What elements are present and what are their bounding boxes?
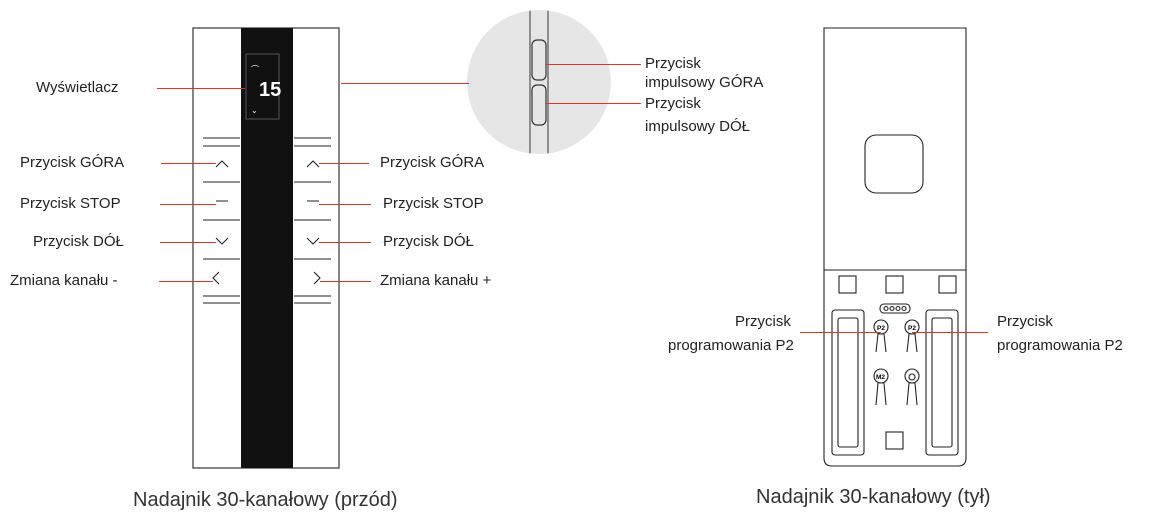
timer-button[interactable] xyxy=(904,368,920,384)
leader-p2-right xyxy=(912,332,988,333)
label-stop-left: Przycisk STOP xyxy=(20,195,121,212)
label-display: Wyświetlacz xyxy=(36,79,119,96)
leader-down-right xyxy=(319,242,371,243)
leader-impulse-down xyxy=(546,103,641,104)
label-down-left: Przycisk DÓŁ xyxy=(33,233,124,250)
impulse-down-button[interactable] xyxy=(531,84,547,126)
clock-icon xyxy=(908,373,916,381)
front-display-digits: 15 xyxy=(259,79,281,101)
front-left-button-dividers xyxy=(203,137,240,304)
leader-display xyxy=(157,88,245,89)
leader-stop-left xyxy=(160,204,216,205)
label-impulse-down-2: impulsowy DÓŁ xyxy=(645,118,751,135)
leader-side xyxy=(341,83,469,84)
battery-slot-right xyxy=(925,309,959,456)
label-impulse-down-1: Przycisk xyxy=(645,95,701,112)
label-channel-plus: Zmiana kanału + xyxy=(380,272,492,289)
leader-impulse-up xyxy=(546,64,641,65)
back-remote-body xyxy=(823,27,967,467)
back-remote: P2 P2 M2 xyxy=(823,27,967,467)
chevron-up-icon[interactable] xyxy=(306,160,320,168)
leader-up-left xyxy=(161,163,216,164)
label-stop-right: Przycisk STOP xyxy=(383,195,484,212)
p2-badge-right: P2 xyxy=(908,325,916,332)
label-up-left: Przycisk GÓRA xyxy=(20,154,125,171)
label-channel-minus: Zmiana kanału - xyxy=(10,272,118,289)
leader-down-left xyxy=(160,242,216,243)
label-down-right: Przycisk DÓŁ xyxy=(383,233,474,250)
chevron-down-icon[interactable] xyxy=(215,237,229,245)
leader-stop-right xyxy=(319,204,371,205)
chevron-down-icon[interactable] xyxy=(306,237,320,245)
led-strip xyxy=(879,303,911,314)
side-detail-magnifier xyxy=(467,10,611,154)
p2-badge-left: P2 xyxy=(877,325,885,332)
signal-icon: ⌄ xyxy=(251,106,258,115)
back-button-square[interactable] xyxy=(864,134,924,194)
front-display-window xyxy=(245,53,280,120)
front-right-button-dividers xyxy=(294,137,331,304)
label-p2-left-2: programowania P2 xyxy=(668,337,794,354)
label-impulse-up-1: Przycisk xyxy=(645,55,701,72)
leader-channel-minus xyxy=(159,281,213,282)
chevron-up-icon[interactable] xyxy=(215,160,229,168)
impulse-up-button[interactable] xyxy=(531,39,547,81)
magnifier-circle xyxy=(467,10,611,154)
m2-button[interactable] xyxy=(873,368,889,384)
caption-back: Nadajnik 30-kanałowy (tył) xyxy=(756,486,991,508)
leader-up-right xyxy=(319,163,369,164)
chevron-right-icon[interactable] xyxy=(313,271,321,285)
m2-badge: M2 xyxy=(876,374,885,381)
leader-channel-plus xyxy=(320,281,371,282)
battery-slot-left xyxy=(831,309,865,456)
label-impulse-up-2: impulsowy GÓRA xyxy=(645,74,764,91)
p2-button-left[interactable] xyxy=(873,319,889,335)
label-p2-left-1: Przycisk xyxy=(735,313,791,330)
caption-front: Nadajnik 30-kanałowy (przód) xyxy=(133,489,398,511)
label-p2-right-2: programowania P2 xyxy=(997,337,1123,354)
leader-p2-left xyxy=(800,332,881,333)
wifi-icon: ⌒ xyxy=(251,65,259,74)
p2-button-right[interactable] xyxy=(904,319,920,335)
label-up-right: Przycisk GÓRA xyxy=(380,154,485,171)
chevron-left-icon[interactable] xyxy=(212,271,220,285)
label-p2-right-1: Przycisk xyxy=(997,313,1053,330)
front-remote: 15 ⌒ ⌄ xyxy=(192,27,340,469)
